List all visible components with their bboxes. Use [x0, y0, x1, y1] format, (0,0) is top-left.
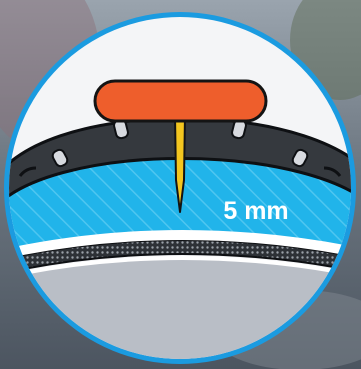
- thorn-head: [95, 81, 266, 121]
- measurement-label: 5 mm: [223, 197, 288, 225]
